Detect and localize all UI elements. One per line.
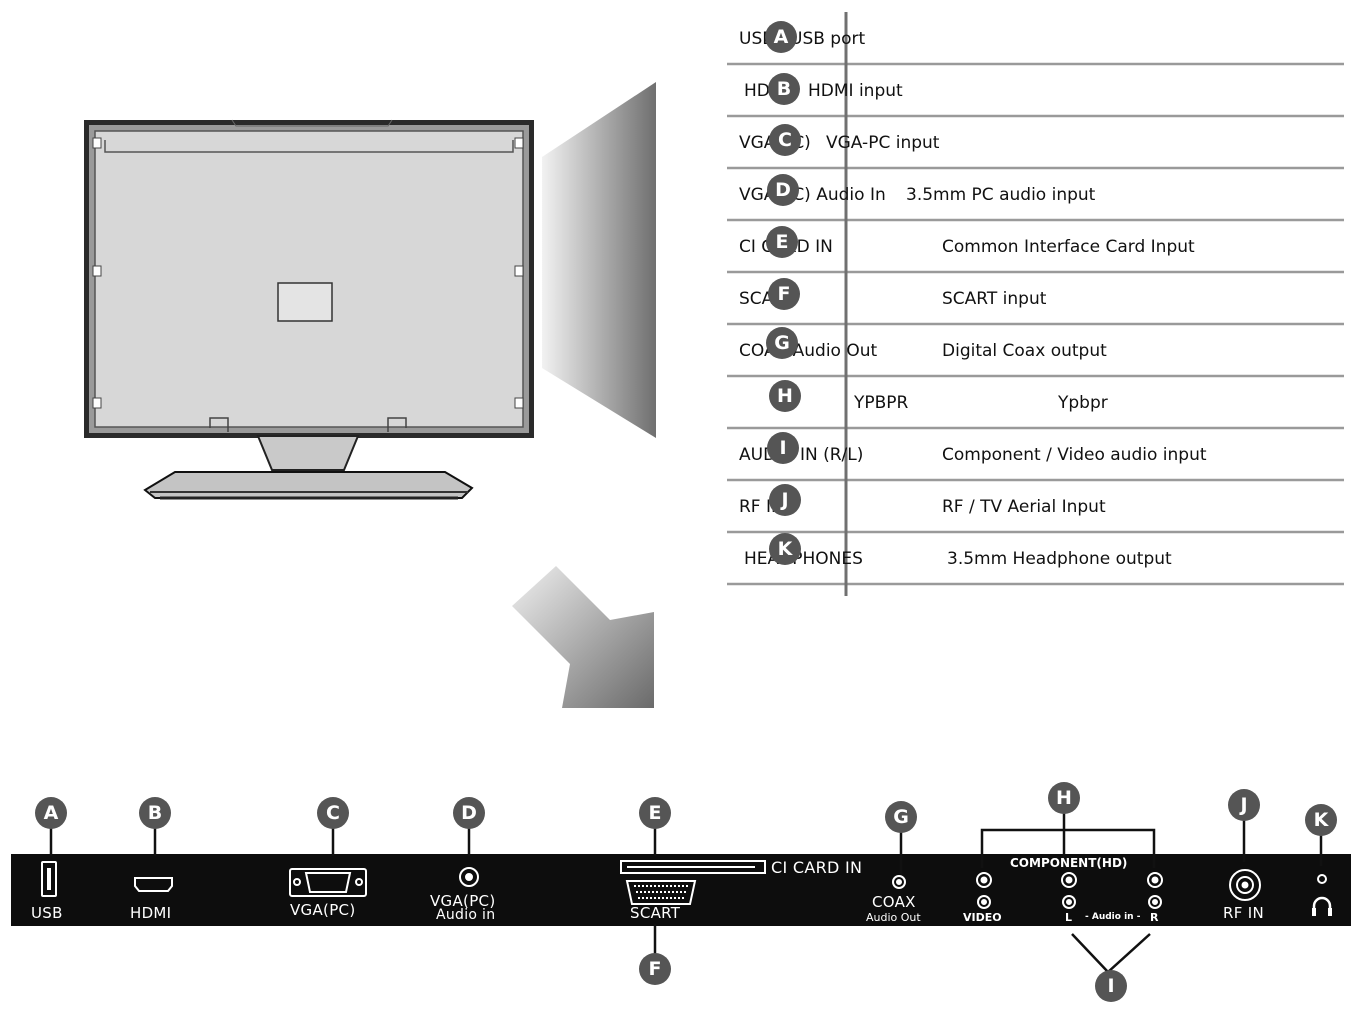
panel-label-vga: VGA(PC) (290, 901, 356, 919)
vga-audio-jack-icon (459, 867, 479, 887)
panel-label-ci-card: CI CARD IN (771, 858, 863, 877)
badge-b: B (768, 73, 800, 105)
audio-l-jack-icon (1062, 895, 1076, 909)
legend-desc-headphones: 3.5mm Headphone output (947, 549, 1172, 569)
component-jack-icon (1061, 872, 1077, 888)
panel-badge-g: G (885, 801, 917, 833)
panel-label-scart: SCART (630, 904, 681, 922)
legend-desc-usb: USB port (790, 29, 866, 49)
panel-badge-a: A (35, 797, 67, 829)
panel-label-audio-r: R (1150, 911, 1159, 924)
panel-label-component: COMPONENT(HD) (1010, 856, 1128, 870)
panel-label-rf-in: RF IN (1223, 904, 1264, 922)
hdmi-port-icon (134, 877, 173, 892)
panel-label-vga-audio-2: Audio in (436, 907, 496, 923)
badge-h: H (769, 380, 801, 412)
usb-port-icon (41, 861, 57, 897)
panel-badge-i: I (1095, 970, 1127, 1002)
panel-badge-c: C (317, 797, 349, 829)
panel-label-audio-l: L (1065, 911, 1073, 924)
badge-c: C (769, 124, 801, 156)
panel-badge-e: E (639, 797, 671, 829)
panel-badge-h: H (1048, 782, 1080, 814)
panel-badge-b: B (139, 797, 171, 829)
headphone-jack-icon (1317, 874, 1327, 884)
legend-desc-rf-in: RF / TV Aerial Input (942, 497, 1106, 517)
badge-k: K (769, 533, 801, 565)
panel-label-coax-1: COAX (872, 893, 916, 911)
badge-g: G (766, 327, 798, 359)
arrow-down-right-icon (512, 566, 654, 708)
legend-name-ypbpr: YPBPR (854, 393, 909, 413)
panel-label-hdmi: HDMI (130, 904, 172, 922)
badge-d: D (767, 174, 799, 206)
tv-back-view (84, 119, 534, 500)
legend-name-vga-audio: VGA(PC) Audio In (739, 185, 886, 205)
panel-badge-k: K (1305, 804, 1337, 836)
legend-desc-ypbpr: Ypbpr (1058, 393, 1108, 413)
legend-desc-coax: Digital Coax output (942, 341, 1107, 361)
badge-e: E (766, 226, 798, 258)
component-jack-icon (1147, 872, 1163, 888)
legend-name-headphones: HEADPHONES (744, 549, 863, 569)
zoom-beam (542, 82, 656, 438)
headphones-icon (1312, 896, 1332, 914)
legend-table-grid (727, 12, 1344, 596)
panel-label-video: VIDEO (963, 911, 1002, 924)
panel-badge-f: F (639, 953, 671, 985)
panel-label-vga-audio-1: VGA(PC) (430, 892, 496, 910)
legend-name-audio-in: AUDIO IN (R/L) (739, 445, 864, 465)
coax-jack-icon (892, 875, 906, 889)
legend-desc-hdmi: HDMI input (808, 81, 903, 101)
ci-card-slot-icon (620, 860, 766, 874)
video-jack-icon (977, 895, 991, 909)
legend-desc-audio-in: Component / Video audio input (942, 445, 1207, 465)
vga-port-icon (289, 868, 367, 897)
badge-j: J (769, 484, 801, 516)
panel-label-audio-in: - Audio in - (1085, 912, 1141, 922)
component-jack-icon (976, 872, 992, 888)
panel-label-coax-2: Audio Out (866, 911, 921, 924)
panel-badge-d: D (453, 797, 485, 829)
badge-f: F (768, 278, 800, 310)
legend-desc-scart: SCART input (942, 289, 1047, 309)
badge-i: I (767, 432, 799, 464)
rf-in-jack-icon (1229, 869, 1261, 901)
legend-name-coax: COAX Audio Out (739, 341, 878, 361)
legend-desc-vga-audio: 3.5mm PC audio input (906, 185, 1096, 205)
legend-desc-ci-card: Common Interface Card Input (942, 237, 1195, 257)
badge-a: A (765, 21, 797, 53)
scart-port-icon (625, 880, 697, 905)
audio-r-jack-icon (1148, 895, 1162, 909)
panel-label-usb: USB (31, 904, 63, 922)
panel-badge-j: J (1228, 789, 1260, 821)
legend-desc-vga: VGA-PC input (826, 133, 940, 153)
